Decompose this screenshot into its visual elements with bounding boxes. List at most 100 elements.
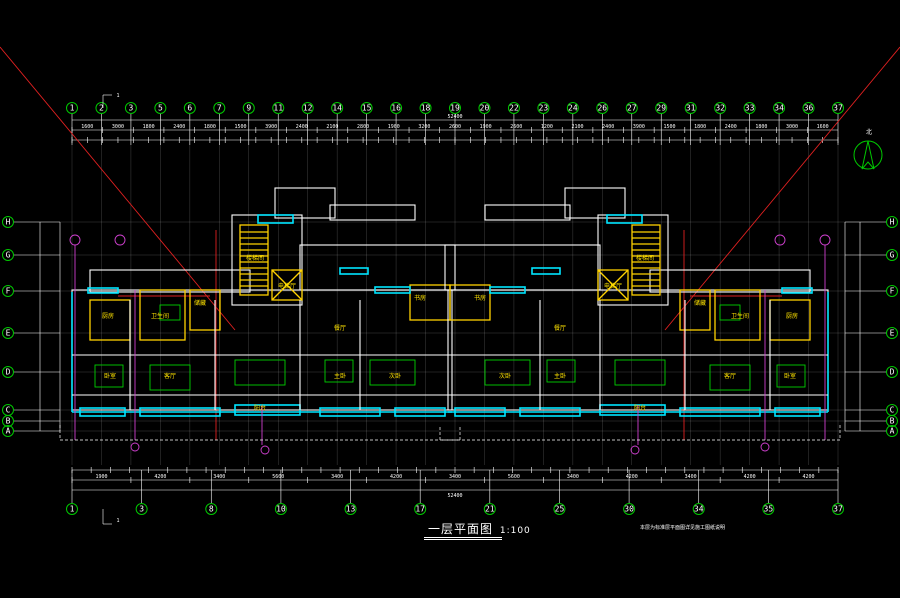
axis-top-32-22-label: 32 [715, 104, 725, 113]
axis-top-26-18-circle [596, 102, 609, 114]
pipe-circle-4-l [260, 445, 270, 455]
axis-bottom-1-0-label: 1 [70, 505, 75, 514]
unit-b-bath-r [449, 284, 491, 321]
fixture-1-l [159, 304, 181, 321]
bed-3-r [546, 359, 576, 383]
axis-bottom-13-4-label: 13 [346, 505, 356, 514]
drawing-title-main: 一层平面图 [428, 522, 494, 536]
dim-bottom-value-3: 5600 [272, 474, 284, 480]
axis-left-E-label: E [6, 329, 11, 338]
pipe-circle-2-r [774, 234, 786, 246]
dim-top-value-7: 2400 [296, 124, 308, 130]
bed-1-l [94, 364, 124, 388]
dim-bottom-value-8: 3400 [567, 474, 579, 480]
dim-top-value-13: 1900 [480, 124, 492, 130]
axis-top-6-4-circle [183, 102, 196, 114]
dim-top-value-0: 1600 [81, 124, 93, 130]
axis-bottom-17-5-circle [414, 503, 427, 515]
axis-bottom-3-1-circle [135, 503, 148, 515]
axis-right-C-label: C [890, 406, 895, 415]
axis-top-34-24-circle [773, 102, 786, 114]
axis-top-16-11-label: 16 [391, 104, 401, 113]
room-label-1-l: 客厅 [164, 372, 176, 380]
dim-bottom-value-11: 4200 [744, 474, 756, 480]
section-mark-top-label: 1 [116, 93, 119, 99]
axis-top-19-13-label: 19 [450, 104, 460, 113]
axis-top-5-3-label: 5 [158, 104, 163, 113]
north-window-3-l [87, 287, 119, 294]
sofa-1-l [234, 359, 286, 386]
axis-bottom-1-0-circle [66, 503, 78, 515]
room-label-4-r: 阳台 [634, 404, 646, 412]
axis-left-A-circle [2, 425, 14, 437]
drawing-note-right: 本层为标准层平面图详见施工图纸说明 [640, 525, 726, 531]
axis-top-26-18-label: 26 [597, 104, 607, 113]
footing-outline-r [439, 425, 841, 441]
bed-2-l [149, 364, 191, 391]
pipe-circle-1-r [819, 234, 831, 246]
pipe-circle-4-r [630, 445, 640, 455]
axis-right-F-circle [886, 285, 898, 297]
room-label-7-l: 次卧 [389, 372, 401, 380]
axis-top-33-23-label: 33 [745, 104, 755, 113]
footing-outline-l [59, 425, 461, 441]
dim-top-value-11: 3200 [418, 124, 430, 130]
balcony-a-l [79, 407, 126, 417]
axis-right-D-label: D [890, 368, 895, 377]
axis-right-A-label: A [890, 427, 895, 436]
room-label-3-r: 卫生间 [731, 312, 749, 320]
axis-bottom-37-11-label: 37 [833, 505, 843, 514]
north-arrow-needle [861, 140, 875, 170]
sofa-2-r [484, 359, 531, 386]
axis-left-F-circle [2, 285, 14, 297]
north-rooms-r [444, 244, 601, 291]
axis-bottom-30-8-circle [623, 503, 636, 515]
axis-top-18-12-label: 18 [421, 104, 431, 113]
dim-top-value-10: 1900 [388, 124, 400, 130]
dim-top-value-23: 3000 [786, 124, 798, 130]
axis-bottom-25-7-label: 25 [555, 505, 565, 514]
axis-bottom-35-10-circle [762, 503, 775, 515]
axis-top-12-8-circle [301, 102, 314, 114]
balcony-a-r [774, 407, 821, 417]
axis-left-H-label: H [6, 218, 11, 227]
drawing-title-scale: 1:100 [499, 526, 531, 536]
dim-bottom-value-4: 3400 [331, 474, 343, 480]
fixture-1-r [719, 304, 741, 321]
stair-window-r [606, 214, 643, 224]
axis-left-G-label: G [6, 251, 11, 260]
axis-left-B-label: B [6, 417, 11, 426]
bed-2-r [709, 364, 751, 391]
elevator-x2-r [597, 269, 629, 301]
axis-right-B-circle [886, 415, 898, 427]
balcony-d-l [319, 407, 381, 417]
drawing-title: 一层平面图 1:100 [428, 520, 531, 537]
axis-right-B-label: B [890, 417, 895, 426]
pipe-circle-3-r [760, 442, 770, 452]
balcony-d-r [519, 407, 581, 417]
axis-bottom-8-2-label: 8 [209, 505, 214, 514]
dim-top-value-8: 2100 [326, 124, 338, 130]
entry-canopy-l [329, 204, 416, 221]
axis-bottom-30-8-label: 30 [624, 505, 634, 514]
dim-top-value-17: 2400 [602, 124, 614, 130]
axis-bottom-34-9-circle [692, 503, 705, 515]
north-arrow-circle [853, 140, 883, 170]
unit-a-kitchen-l [89, 299, 131, 341]
axis-top-34-24-label: 34 [774, 104, 784, 113]
outer-main-r [447, 289, 829, 411]
unit-a-bath-r [714, 289, 761, 341]
balcony-e-r [454, 407, 506, 417]
dim-bottom-value-9: 4200 [626, 474, 638, 480]
stair-run-r [631, 224, 661, 296]
axis-top-23-16-label: 23 [539, 104, 549, 113]
north-window-1-r [531, 267, 561, 275]
room-label-8-l: 楼梯间 [246, 254, 264, 262]
room-label-0-r: 卧室 [784, 372, 796, 380]
dim-top-value-20: 1800 [694, 124, 706, 130]
axis-bottom-37-11-circle [832, 503, 844, 515]
drawing-title-underline-2 [424, 539, 502, 540]
axis-top-16-11-circle [390, 102, 403, 114]
